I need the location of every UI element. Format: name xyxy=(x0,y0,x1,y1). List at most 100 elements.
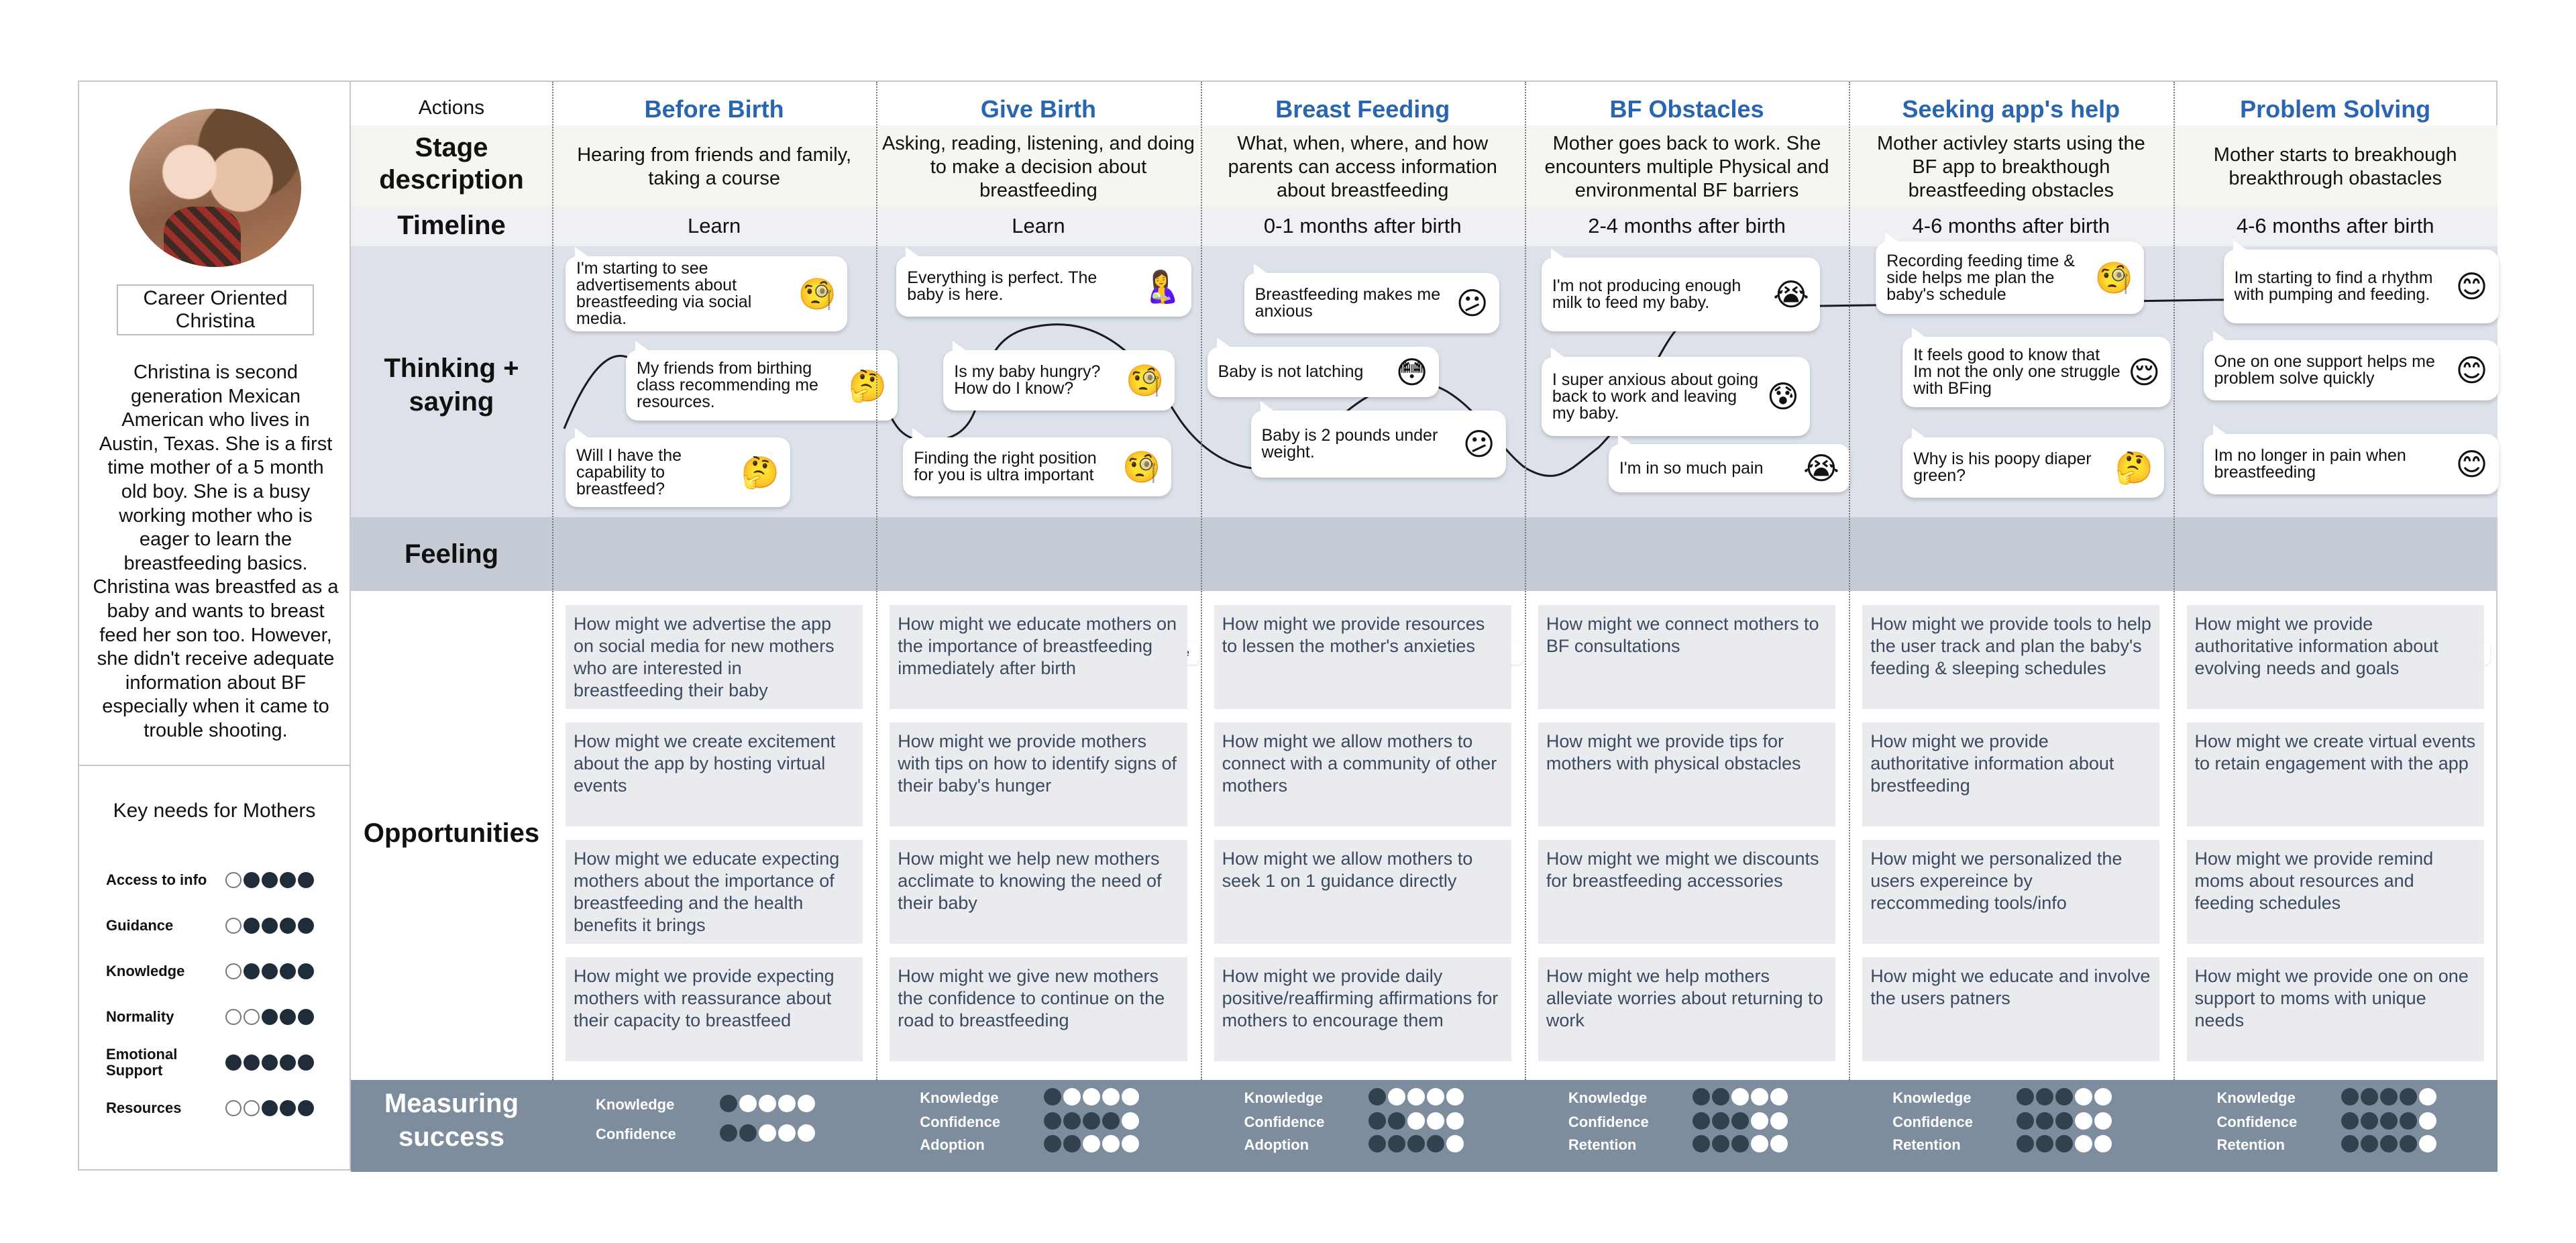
rating-dot xyxy=(2036,1135,2054,1152)
rating-dot xyxy=(225,872,241,888)
rating-dot xyxy=(2379,1135,2398,1152)
key-need-label: Access to info xyxy=(106,871,207,888)
rating-dot xyxy=(1122,1135,1140,1152)
rating-dot xyxy=(1711,1088,1729,1105)
thought-bubble: Finding the right position for you is ul… xyxy=(903,428,1172,496)
metric-rating xyxy=(2341,1112,2436,1130)
rating-dot xyxy=(298,1055,314,1071)
bubble-text: Im no longer in pain when breastfeeding xyxy=(2214,446,2406,482)
column-separator xyxy=(1200,82,1202,1080)
rating-dot xyxy=(280,1100,296,1116)
key-need-label: Knowledge xyxy=(106,963,185,979)
opportunity-card: How might we provide tools to help the u… xyxy=(1862,605,2160,709)
rating-dot xyxy=(1368,1088,1386,1105)
persona-description: Christina is second generation Mexican A… xyxy=(93,362,339,741)
column-title: Before Birth xyxy=(644,95,784,123)
rating-dot xyxy=(280,872,296,888)
rating-dot xyxy=(2418,1088,2436,1105)
metric-rating xyxy=(1044,1112,1140,1130)
stage-description: What, when, where, and how parents can a… xyxy=(1228,132,1497,201)
thought-bubble: Im starting to find a rhythm with pumpin… xyxy=(2223,240,2499,323)
emoji-icon: 🧐 xyxy=(798,276,837,311)
opportunity-card: How might we give new mothers the confid… xyxy=(890,957,1187,1061)
rating-dot xyxy=(244,963,260,979)
rating-dot xyxy=(280,963,296,979)
rating-dot xyxy=(2055,1088,2074,1105)
stage-band xyxy=(351,125,2498,206)
stage-description: Asking, reading, listening, and doing to… xyxy=(881,132,1195,201)
metric-rating xyxy=(1044,1135,1140,1152)
rating-dot xyxy=(1692,1088,1710,1105)
rating-dot xyxy=(2017,1112,2035,1130)
bubble-text: I'm not producing enough milk to feed my… xyxy=(1552,276,1741,312)
rating-dot xyxy=(280,1009,296,1025)
opportunity-card: How might we educate and involve the use… xyxy=(1862,957,2160,1061)
rating-dot xyxy=(1044,1088,1062,1105)
persona-photo xyxy=(129,109,301,267)
key-need-rating xyxy=(225,1100,314,1116)
opportunity-card: How might we educate expecting mothers a… xyxy=(566,840,863,944)
key-need-label: Guidance xyxy=(106,917,174,934)
rating-dot xyxy=(1446,1112,1464,1130)
rating-dot xyxy=(262,872,278,888)
column-separator xyxy=(1524,82,1526,1080)
rating-dot xyxy=(225,1100,241,1116)
metric-rating xyxy=(1368,1088,1464,1105)
column-separator xyxy=(876,82,878,1080)
metric-label: Knowledge xyxy=(1892,1089,1972,1106)
thought-bubble: Why is his poopy diaper green?🤔 xyxy=(1902,428,2165,498)
rating-dot xyxy=(2399,1135,2417,1152)
rating-dot xyxy=(225,1009,241,1025)
opportunity-card: How might we allow mothers to connect wi… xyxy=(1214,722,1511,826)
rating-dot xyxy=(225,963,241,979)
bubble-text: I super anxious about going back to work… xyxy=(1552,370,1759,423)
column-title: Give Birth xyxy=(980,95,1096,123)
rating-dot xyxy=(1446,1135,1464,1152)
opportunity-card: How might we provide one on one support … xyxy=(2186,957,2484,1061)
rating-dot xyxy=(2399,1112,2417,1130)
emoji-icon: 🧐 xyxy=(2094,260,2134,295)
rating-dot xyxy=(1044,1112,1062,1130)
rating-dot xyxy=(298,1100,314,1116)
emoji-icon: 😳 xyxy=(1395,354,1428,390)
emoji-icon: 😊 xyxy=(2455,269,2488,304)
column-separator xyxy=(1849,82,1851,1080)
emoji-icon: 🧐 xyxy=(1126,363,1165,398)
rating-dot xyxy=(798,1124,815,1142)
rating-dot xyxy=(280,918,296,934)
bubble-text: Breastfeeding makes me anxious xyxy=(1254,285,1441,321)
rating-dot xyxy=(1387,1088,1405,1105)
rating-dot xyxy=(2418,1112,2436,1130)
timeline-band xyxy=(351,206,2498,246)
metric-rating xyxy=(2341,1088,2436,1105)
rating-dot xyxy=(2017,1088,2035,1105)
key-need-label: Emotional Support xyxy=(106,1046,178,1079)
rating-dot xyxy=(1407,1135,1425,1152)
metric-label: Confidence xyxy=(2216,1114,2298,1130)
rating-dot xyxy=(244,1100,260,1116)
rating-dot xyxy=(298,872,314,888)
rating-dot xyxy=(2094,1112,2112,1130)
row-label-thinking: Thinking + saying xyxy=(384,354,519,417)
rating-dot xyxy=(262,1009,278,1025)
emoji-icon: 🤔 xyxy=(848,368,887,403)
timeline-value: Learn xyxy=(688,214,741,237)
emoji-icon: 😰 xyxy=(1766,379,1799,414)
metric-label: Knowledge xyxy=(1244,1089,1323,1106)
rating-dot xyxy=(262,1055,278,1071)
rating-dot xyxy=(1063,1112,1081,1130)
rating-dot xyxy=(1102,1088,1120,1105)
metric-label: Adoption xyxy=(1244,1136,1309,1153)
rating-dot xyxy=(2418,1135,2436,1152)
thought-bubble: Will I have the capability to breastfeed… xyxy=(566,428,790,507)
rating-dot xyxy=(1731,1088,1749,1105)
opportunity-card: How might we create excitement about the… xyxy=(566,722,863,826)
rating-dot xyxy=(2341,1088,2359,1105)
rating-dot xyxy=(2017,1135,2035,1152)
timeline-value: 4-6 months after birth xyxy=(1912,214,2110,237)
opportunity-card: How might we provide resources to lessen… xyxy=(1214,605,1511,709)
rating-dot xyxy=(759,1095,776,1112)
feeling-band xyxy=(351,517,2498,591)
row-label-measuring: Measuring success xyxy=(384,1089,519,1152)
metric-rating xyxy=(1692,1088,1788,1105)
